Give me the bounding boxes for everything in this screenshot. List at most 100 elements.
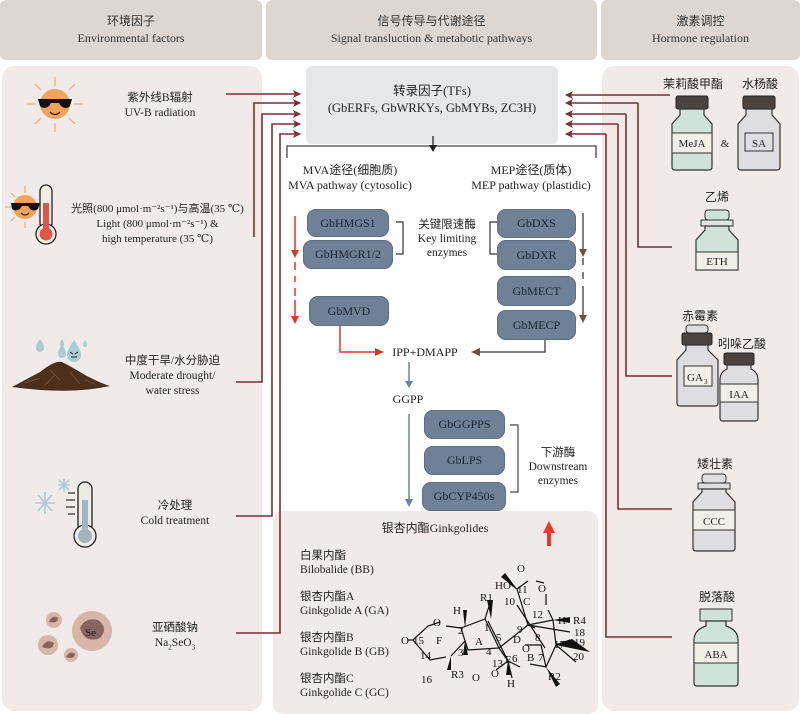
atom-label: H — [453, 605, 461, 617]
eth-label: ETH — [706, 256, 727, 268]
env-factor-uvb: 紫外线B辐射 UV-B radiation — [105, 91, 215, 121]
connector-cold — [236, 120, 301, 517]
connector-light-heat — [253, 99, 301, 237]
atom-label: R3 — [451, 669, 464, 681]
meja-label: MeJA — [679, 138, 706, 150]
atom-label: 2 — [458, 625, 464, 637]
header-cn: 环境因子 — [106, 14, 155, 28]
atom-label: O — [491, 668, 499, 680]
header-en: Hormone regulation — [652, 31, 749, 45]
atom-label: 1 — [484, 622, 490, 634]
formula-part: SeO — [171, 637, 192, 649]
aba-cn: 脱落酸 — [698, 590, 735, 604]
transcription-factor-box — [306, 66, 558, 144]
atom-label: A — [475, 636, 483, 648]
downstream-cn: 下游酶 — [540, 447, 576, 459]
meja-cn: 茉莉酸甲酯 — [662, 77, 723, 91]
atom-label: B — [527, 652, 534, 664]
atom-label: 19 — [574, 637, 586, 649]
sa-cn: 水杨酸 — [741, 77, 778, 91]
ginkgolide-en: Ginkgolide C (GC) — [300, 687, 389, 699]
ga3-cn: 赤霉素 — [681, 309, 718, 323]
eth-bottle-icon: ETH — [695, 209, 739, 271]
connector-drought — [236, 110, 301, 383]
connector-ccc-v — [617, 124, 672, 510]
ggpp-label: GGPP — [392, 392, 424, 406]
mva-en: MVA pathway (cytosolic) — [288, 178, 412, 192]
selenium-particles-icon: Se — [38, 611, 112, 662]
ipp-dmapp-label: IPP+DMAPP — [392, 345, 458, 359]
ginkgolide-item: 银杏内酯B Ginkgolide B (GB) — [300, 631, 389, 659]
atom-label: O — [517, 563, 525, 575]
iaa-bottle-icon: IAA — [719, 352, 759, 422]
environmental-icons: Se — [5, 77, 112, 662]
dry-soil-icon — [12, 339, 110, 391]
atom-label: 11 — [517, 584, 528, 596]
meja-bottle-icon: MeJA — [671, 95, 713, 171]
key-limiting-en1: Key limiting — [417, 233, 477, 245]
atom-label: HO — [495, 580, 511, 592]
env-en: Light (800 μmol·m⁻²s⁻¹) & — [96, 218, 219, 230]
ginkgolide-en: Bilobalide (BB) — [300, 564, 374, 576]
enzyme-gbdxs: GbDXS — [497, 209, 576, 238]
header-signal-pathways: 信号传导与代谢途径 Signal transluction & metaboti… — [266, 0, 597, 60]
downstream-en2: enzymes — [537, 475, 579, 487]
env-factor-selenite: 亚硒酸钠 Na2SeO3 — [135, 621, 215, 655]
ginkgolide-item: 白果内酯 Bilobalide (BB) — [300, 549, 374, 577]
atom-label: H — [558, 615, 566, 627]
enzyme-gbmvd: GbMVD — [309, 296, 389, 326]
atom-label: 18 — [574, 627, 586, 639]
ginkgolide-en: Ginkgolide B (GB) — [300, 646, 389, 658]
atom-label: O — [401, 635, 409, 647]
ginkgolides-title: 银杏内酯Ginkgolides — [381, 521, 489, 535]
se-text: Se — [85, 627, 96, 639]
tf-cn: 转录因子(TFs) — [393, 84, 471, 98]
connector-eth-v — [637, 103, 672, 248]
atom-label: 3 — [458, 647, 464, 659]
atom-label: 5 — [496, 632, 502, 644]
enzyme-gbmecp: GbMECP — [497, 310, 576, 340]
mep-cn: MEP途径(质体) — [490, 163, 572, 177]
env-cn: 光照(800 μmol·m⁻²s⁻¹)与高温(35 ℃) — [71, 203, 244, 215]
env-cn: 冷处理 — [157, 500, 193, 512]
header-en: Signal transluction & metabotic pathways — [330, 31, 533, 45]
ginkgolide-cn: 银杏内酯C — [300, 673, 354, 685]
enzyme-gbcyp450s: GbCYP450s — [422, 482, 506, 511]
mep-en: MEP pathway (plastidic) — [471, 178, 591, 192]
sun-sunglasses-icon — [27, 77, 83, 132]
ccc-bottle-icon: CCC — [692, 473, 736, 552]
atom-label: R4 — [573, 615, 586, 627]
atom-label: R2 — [548, 671, 561, 683]
header-en: Environmental factors — [77, 31, 185, 45]
atom-label: 4 — [486, 646, 492, 658]
ginkgolides-panel — [273, 511, 598, 714]
mva-cn: MVA途径(细胞质) — [302, 163, 398, 177]
ginkgolide-item: 银杏内酯C Ginkgolide C (GC) — [300, 672, 389, 700]
env-factor-light-heat: 光照(800 μmol·m⁻²s⁻¹)与高温(35 ℃) Light (800 … — [60, 202, 255, 247]
sa-label: SA — [752, 138, 766, 150]
transcription-factors-label: 转录因子(TFs) (GbERFs, GbWRKYs, GbMYBs, ZC3H… — [306, 83, 558, 117]
enzyme-gbdxr: GbDXR — [497, 240, 576, 270]
env-factor-drought: 中度干旱/水分胁迫 Moderate drought/ water stress — [115, 354, 230, 399]
ginkgolide-cn: 银杏内酯B — [300, 632, 354, 644]
atom-label: O — [522, 643, 530, 655]
env-en: Na2SeO3 — [135, 636, 215, 655]
env-en: Cold treatment — [140, 515, 210, 527]
formula-sub: 2 — [168, 643, 172, 652]
enzyme-gbhmgr: GbHMGR1/2 — [303, 240, 393, 269]
connector-ga3-v — [625, 114, 672, 377]
atom-label: 13 — [492, 658, 504, 670]
atom-label: 16 — [421, 674, 433, 686]
key-limiting-cn: 关键限速酶 — [418, 219, 476, 231]
ga3-bottle-icon: GA 3 — [676, 324, 719, 407]
ginkgolide-cn: 白果内酯 — [300, 550, 346, 562]
atom-label: 7 — [538, 652, 544, 664]
atom-label: 17 — [554, 639, 566, 651]
aba-label: ABA — [704, 649, 727, 661]
env-factor-cold: 冷处理 Cold treatment — [120, 499, 230, 529]
enzyme-gbmect: GbMECT — [497, 276, 576, 306]
eth-cn: 乙烯 — [704, 190, 729, 204]
enzyme-gblps: GbLPS — [424, 446, 505, 475]
